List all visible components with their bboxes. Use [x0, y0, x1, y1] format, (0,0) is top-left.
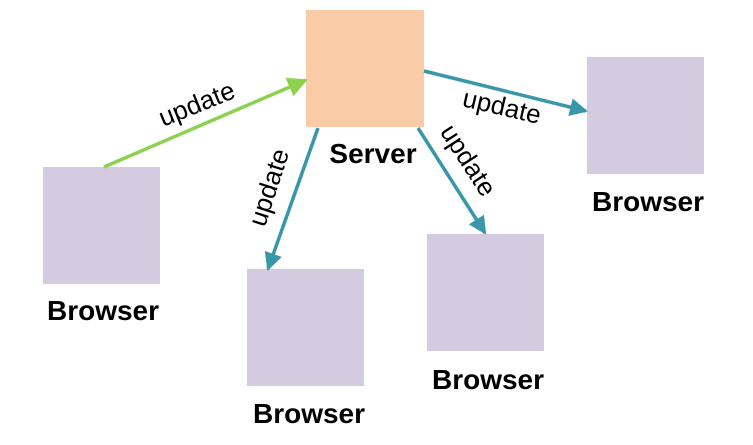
edge-label-server-to-bottom-right: update: [434, 119, 502, 202]
server-label: Server: [329, 138, 416, 169]
browser-node-bottom-right: [427, 234, 544, 351]
browser-node-left: [43, 167, 160, 284]
browser-node-bottom-mid: [247, 269, 364, 386]
edge-label-left-to-server: update: [154, 75, 239, 133]
browser-node-right: [587, 57, 704, 174]
browser-label-bottom-right: Browser: [432, 364, 544, 395]
browser-label-right: Browser: [592, 186, 704, 217]
arrow-server-to-bottom-mid: [264, 127, 320, 271]
browser-label-bottom-mid: Browser: [253, 398, 365, 429]
arrow-left-to-server: [103, 77, 308, 169]
browser-label-left: Browser: [47, 295, 159, 326]
arrow-server-to-bottom-right: [416, 127, 487, 235]
server-node: [306, 10, 424, 127]
arrow-server-to-right: [423, 69, 588, 116]
